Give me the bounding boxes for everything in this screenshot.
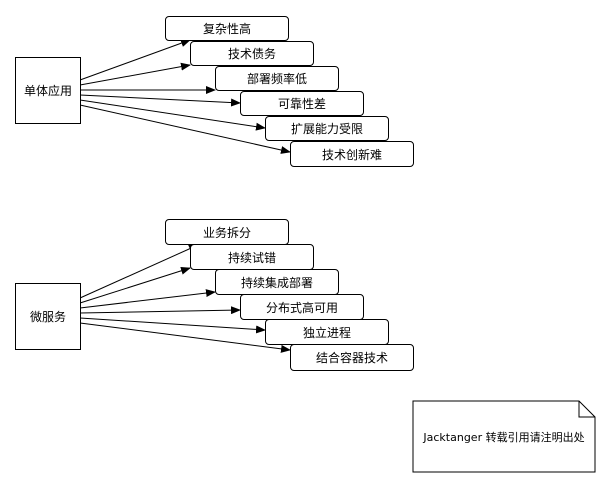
feature-label: 持续集成部署 [240, 275, 313, 290]
arrow-to-issue-6 [79, 104, 291, 154]
arrow-to-feature-3 [79, 289, 216, 309]
arrow-to-feature-5 [79, 317, 266, 334]
arrow-to-feature-6 [79, 322, 291, 353]
microservices-box: 微服务 [15, 283, 81, 350]
feature-label: 持续试错 [227, 250, 276, 265]
issue-label: 部署频率低 [246, 72, 307, 86]
feature-label: 分布式高可用 [265, 300, 338, 315]
issue-box: 技术债务 [190, 41, 314, 66]
feature-box: 持续试错 [190, 244, 314, 270]
issue-box: 可靠性差 [240, 91, 364, 116]
arrow-to-feature-2 [79, 266, 191, 304]
issue-label: 技术创新难 [321, 147, 382, 162]
microservice-arrows [79, 244, 291, 353]
arrow-to-feature-1 [79, 244, 199, 299]
issue-box: 技术创新难 [290, 141, 414, 167]
issue-label: 扩展能力受限 [290, 122, 363, 136]
feature-label: 业务拆分 [202, 225, 251, 240]
issue-label: 可靠性差 [277, 97, 326, 111]
arrow-to-issue-4 [79, 94, 241, 107]
monolith-box: 单体应用 [15, 57, 81, 124]
feature-label: 独立进程 [302, 325, 351, 340]
issue-box: 部署频率低 [215, 66, 339, 91]
arrow-to-issue-2 [79, 62, 191, 86]
issue-label: 技术债务 [227, 47, 276, 61]
feature-label: 结合容器技术 [315, 351, 388, 365]
microservices-label: 微服务 [29, 310, 66, 324]
feature-box: 独立进程 [265, 319, 389, 345]
feature-box: 分布式高可用 [240, 294, 364, 320]
arrow-to-feature-4 [79, 306, 241, 315]
issue-box: 扩展能力受限 [265, 116, 389, 141]
monolith-arrows [79, 39, 291, 154]
note-text: Jacktanger 转载引用请注明出处 [423, 430, 585, 444]
issue-label: 复杂性高 [202, 22, 251, 36]
feature-box: 业务拆分 [165, 219, 289, 245]
arrow-to-issue-5 [79, 99, 266, 131]
monolith-label: 单体应用 [23, 84, 72, 98]
feature-box: 结合容器技术 [290, 344, 414, 371]
issue-box: 复杂性高 [165, 16, 289, 41]
note-shape [412, 400, 596, 473]
feature-box: 持续集成部署 [215, 269, 339, 295]
arrow-to-issue-1 [79, 39, 191, 81]
